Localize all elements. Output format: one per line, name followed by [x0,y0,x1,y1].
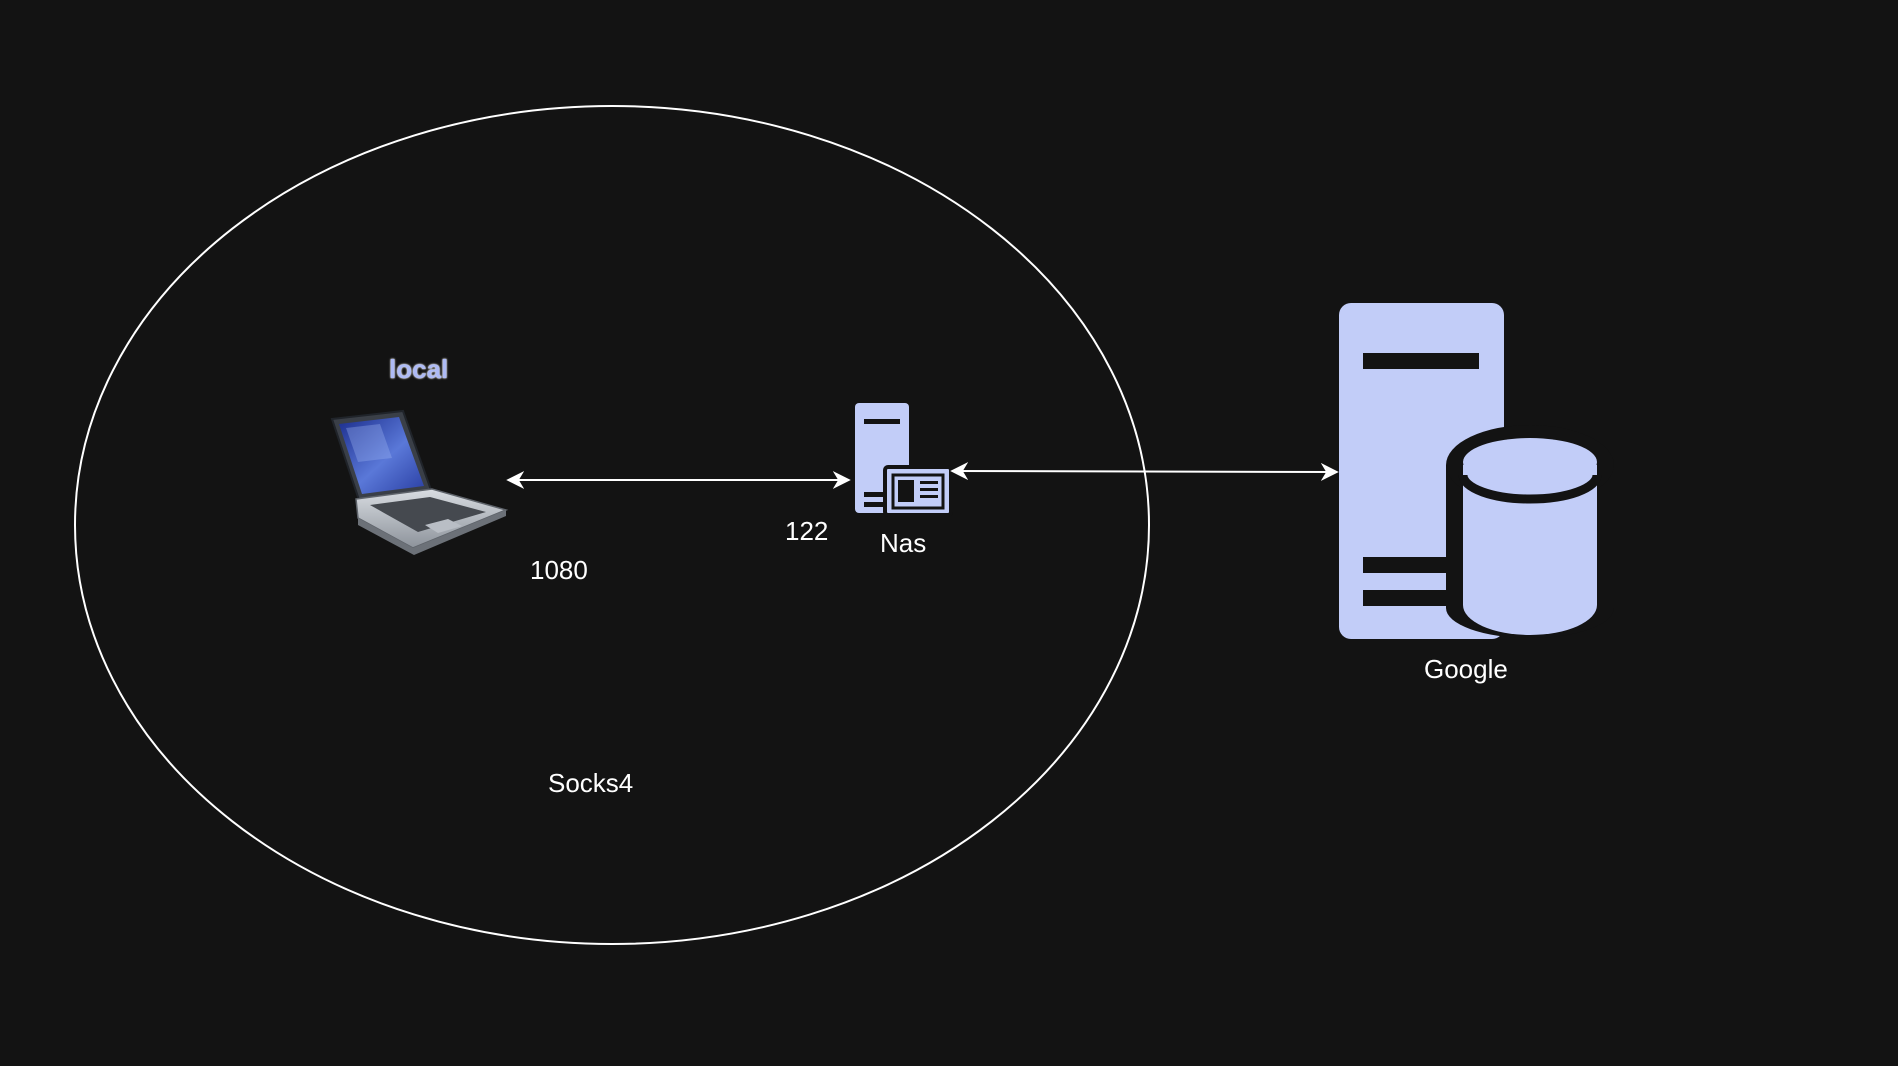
google-label: Google [1424,654,1508,684]
nas-port-label: 122 [785,516,829,546]
socks4-zone-ellipse [74,105,1150,945]
local-port-label: 1080 [530,555,588,585]
connector-nas-google[interactable] [950,462,1339,481]
zone-label: Socks4 [548,768,634,798]
database-server-icon[interactable] [1339,303,1614,639]
server-icon[interactable] [855,403,953,517]
local-label: local [389,354,449,384]
nas-label: Nas [880,528,927,558]
laptop-icon[interactable] [330,409,509,555]
